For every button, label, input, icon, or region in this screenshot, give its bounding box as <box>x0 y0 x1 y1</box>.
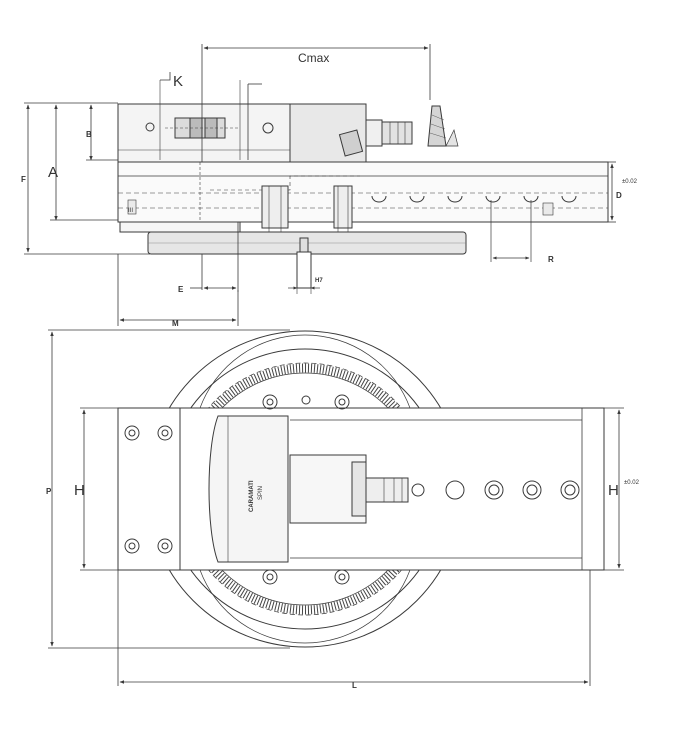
fixed-jaw-top <box>208 415 289 563</box>
label-d: D <box>616 191 622 200</box>
label-cmax: Cmax <box>298 51 329 65</box>
label-l: L <box>352 681 357 690</box>
side-view <box>24 44 616 326</box>
brand-text: CARAMATI <box>249 480 255 512</box>
label-h-tol: ±0.02 <box>624 480 640 486</box>
dimension-labels: Cmax K B A F ±0.02 D R E H7 M P H H ±0.0… <box>21 51 640 690</box>
label-h7: H7 <box>315 278 323 284</box>
label-b: B <box>86 130 92 139</box>
label-r: R <box>548 255 554 264</box>
top-view <box>48 329 624 686</box>
label-h-right: H <box>608 482 619 499</box>
brand-subtext: SPIN <box>258 486 264 500</box>
label-p: P <box>46 487 52 496</box>
label-f: F <box>21 175 26 184</box>
label-d-tol: ±0.02 <box>622 179 638 185</box>
label-h-left: H <box>74 482 85 499</box>
label-a: A <box>48 164 58 181</box>
marker-text: III <box>128 208 133 214</box>
label-k: K <box>173 73 183 90</box>
vise-body <box>117 161 609 223</box>
label-m: M <box>172 319 179 328</box>
label-e: E <box>178 285 184 294</box>
